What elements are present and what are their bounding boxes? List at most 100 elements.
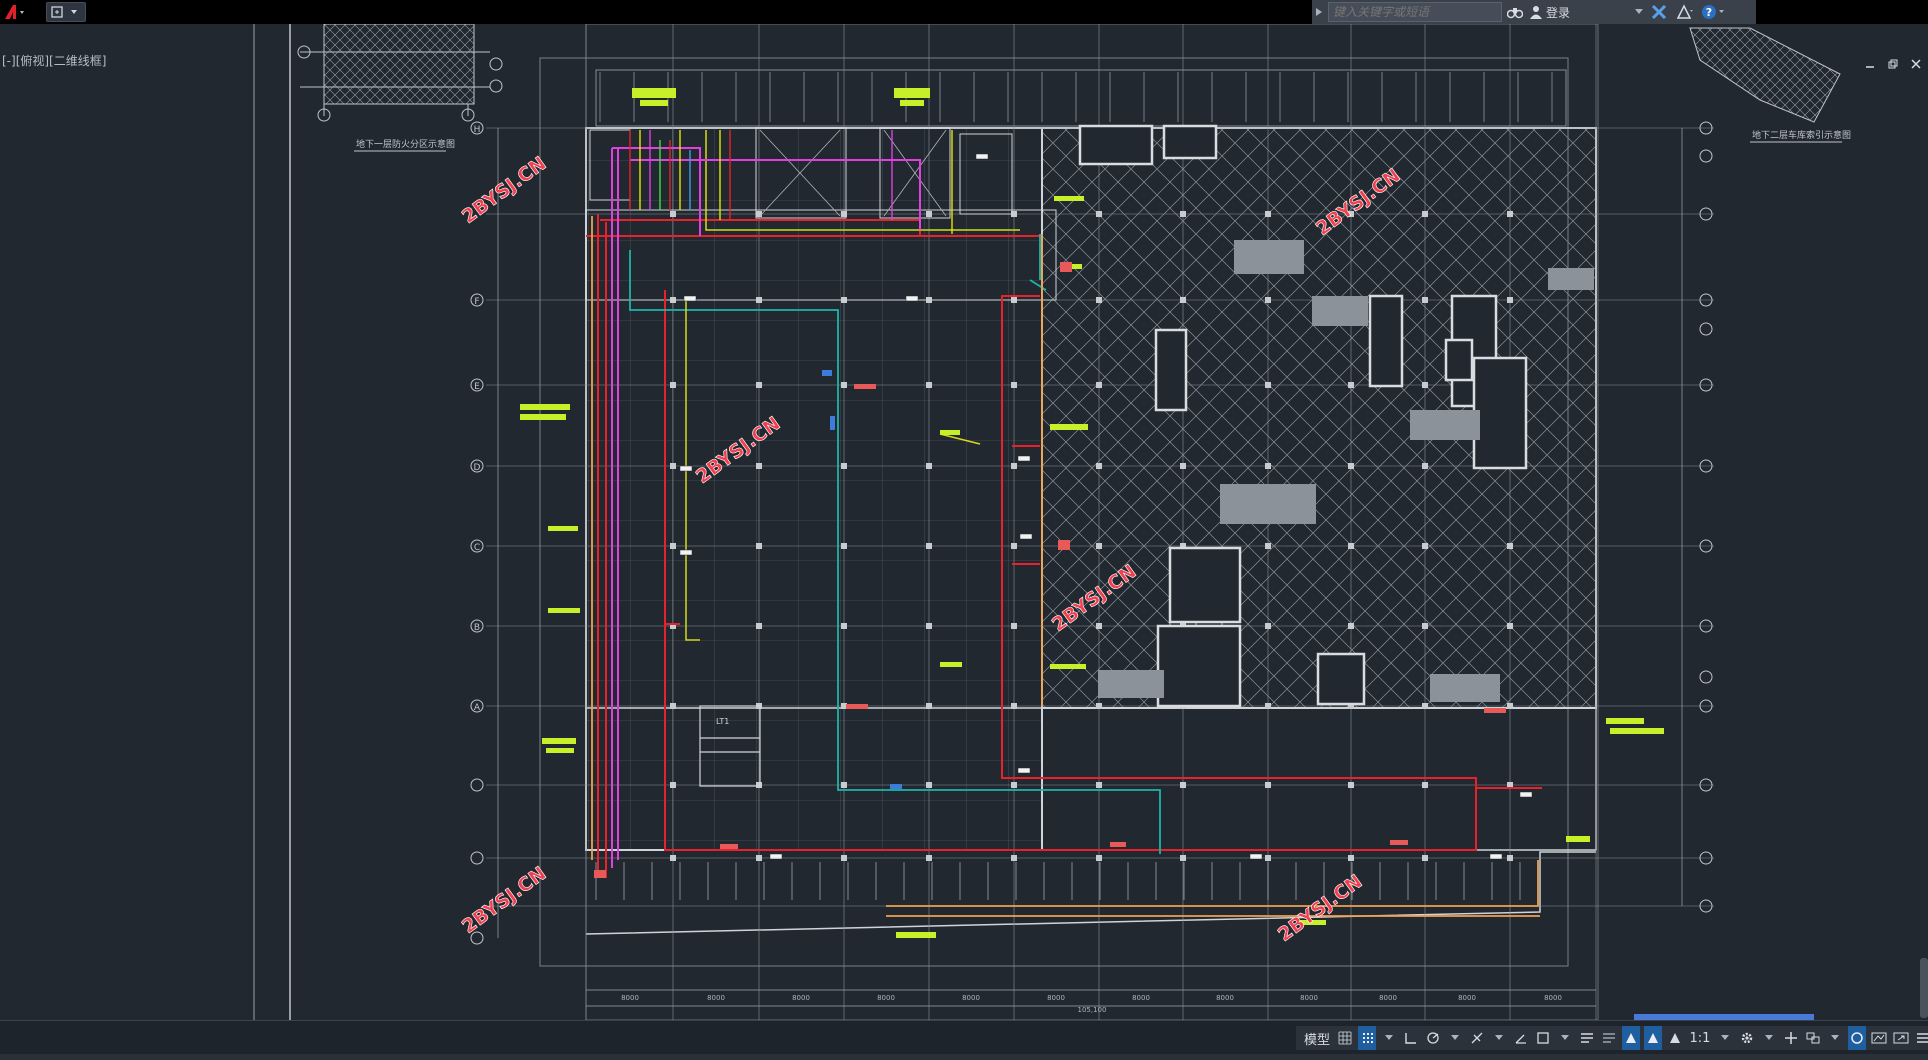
structural-column (1180, 782, 1186, 788)
structural-column (1348, 463, 1354, 469)
structural-column (1011, 382, 1017, 388)
quick-properties-icon[interactable] (1804, 1026, 1822, 1050)
object-snap-icon[interactable] (1534, 1026, 1552, 1050)
structural-column (756, 855, 762, 861)
structural-column (1348, 382, 1354, 388)
grid-bubbles-left: H F E D C B A (470, 121, 484, 945)
structural-column (1422, 543, 1428, 549)
structural-column (926, 855, 932, 861)
restore-icon[interactable] (1888, 54, 1898, 73)
login-button[interactable]: 登录 (1544, 0, 1632, 24)
dimension-label: 8000 (1379, 994, 1397, 1002)
structural-column (1348, 703, 1354, 709)
close-icon[interactable] (1911, 54, 1921, 73)
dimension-label: 8000 (1047, 994, 1065, 1002)
chevron-down-icon[interactable] (1380, 1026, 1398, 1050)
annotation-visibility-icon[interactable] (1622, 1026, 1640, 1050)
chevron-down-icon[interactable] (1446, 1026, 1464, 1050)
structural-column (841, 382, 847, 388)
isolate-objects-icon[interactable] (1848, 1026, 1866, 1050)
chevron-down-icon[interactable] (1716, 1026, 1734, 1050)
user-icon[interactable] (1528, 0, 1544, 24)
viewport-controls-label[interactable]: [-][俯视][二维线框] (2, 54, 107, 68)
title-bar: 登录 ? (0, 0, 1928, 24)
search-input[interactable] (1328, 2, 1502, 22)
grid-label: E (474, 382, 480, 392)
structural-column (1265, 463, 1271, 469)
chevron-down-icon[interactable] (1760, 1026, 1778, 1050)
binoculars-icon[interactable] (1502, 0, 1528, 24)
polar-tracking-icon[interactable] (1424, 1026, 1442, 1050)
structural-column (1507, 855, 1513, 861)
clean-screen-icon[interactable] (1892, 1026, 1910, 1050)
transparency-icon[interactable] (1600, 1026, 1618, 1050)
structural-column (670, 855, 676, 861)
object-snap-tracking-icon[interactable] (1512, 1026, 1530, 1050)
isodraft-icon[interactable] (1468, 1026, 1486, 1050)
customization-menu-icon[interactable] (1914, 1026, 1928, 1050)
chevron-down-icon[interactable] (1632, 0, 1646, 24)
exchange-apps-icon[interactable] (1646, 0, 1672, 24)
annotation-tags (520, 88, 1664, 938)
structural-column (1096, 463, 1102, 469)
watermark: 2BYSJ.CN (1274, 870, 1366, 946)
structural-column (1507, 211, 1513, 217)
structural-column (1348, 782, 1354, 788)
structural-column (926, 623, 932, 629)
autocad-logo-icon[interactable] (2, 2, 30, 22)
chevron-down-icon[interactable] (1490, 1026, 1508, 1050)
a360-icon[interactable] (1672, 0, 1698, 24)
structural-column (1180, 297, 1186, 303)
grid-label: H (474, 125, 481, 135)
structural-column (756, 543, 762, 549)
gear-icon[interactable] (1738, 1026, 1756, 1050)
minimize-icon[interactable] (1865, 54, 1875, 73)
vertical-scrollbar-thumb[interactable] (1920, 958, 1928, 1018)
annotation-scale-icon[interactable] (1666, 1026, 1684, 1050)
structural-column (1180, 855, 1186, 861)
model-space-button[interactable]: 模型 (1302, 1026, 1332, 1050)
model-space-canvas[interactable]: 地下一层防火分区示意图 地下二层车库索引示意图 (0, 24, 1928, 1020)
grid-icon[interactable] (1336, 1026, 1354, 1050)
structural-column (756, 382, 762, 388)
structural-column (1096, 543, 1102, 549)
structural-column (1265, 855, 1271, 861)
plus-icon[interactable] (1782, 1026, 1800, 1050)
structural-column (670, 463, 676, 469)
grid-label: C (474, 543, 480, 553)
structural-column (1011, 543, 1017, 549)
structural-column (1011, 463, 1017, 469)
structural-column (841, 623, 847, 629)
structural-column (841, 782, 847, 788)
expand-arrow-icon[interactable] (1312, 0, 1326, 24)
grid-label: D (474, 463, 481, 473)
auto-scale-icon[interactable] (1644, 1026, 1662, 1050)
chevron-down-icon[interactable] (1556, 1026, 1574, 1050)
dimension-label: 8000 (792, 994, 810, 1002)
grid-label: F (474, 297, 479, 307)
structural-column (1011, 855, 1017, 861)
dimension-label: 8000 (621, 994, 639, 1002)
ortho-icon[interactable] (1402, 1026, 1420, 1050)
elevator-label: LT1 (716, 717, 729, 726)
structural-column (1096, 382, 1102, 388)
help-icon[interactable]: ? (1698, 0, 1728, 24)
structural-column (841, 543, 847, 549)
grid-bubbles-right (1699, 121, 1713, 913)
structural-column (1348, 855, 1354, 861)
structural-column (1422, 297, 1428, 303)
structural-column (670, 543, 676, 549)
login-label: 登录 (1546, 5, 1571, 20)
structural-column (1422, 382, 1428, 388)
lineweight-icon[interactable] (1578, 1026, 1596, 1050)
structural-column (1507, 623, 1513, 629)
scale-button[interactable]: 1:1 (1688, 1026, 1712, 1050)
structural-column (1096, 703, 1102, 709)
watermark: 2BYSJ.CN (458, 862, 550, 938)
chevron-down-icon[interactable] (1826, 1026, 1844, 1050)
snap-grid-icon[interactable] (1358, 1026, 1376, 1050)
hardware-acceleration-icon[interactable] (1870, 1026, 1888, 1050)
svg-text:?: ? (1706, 6, 1712, 19)
quick-access-toolbar-button[interactable] (46, 2, 86, 22)
